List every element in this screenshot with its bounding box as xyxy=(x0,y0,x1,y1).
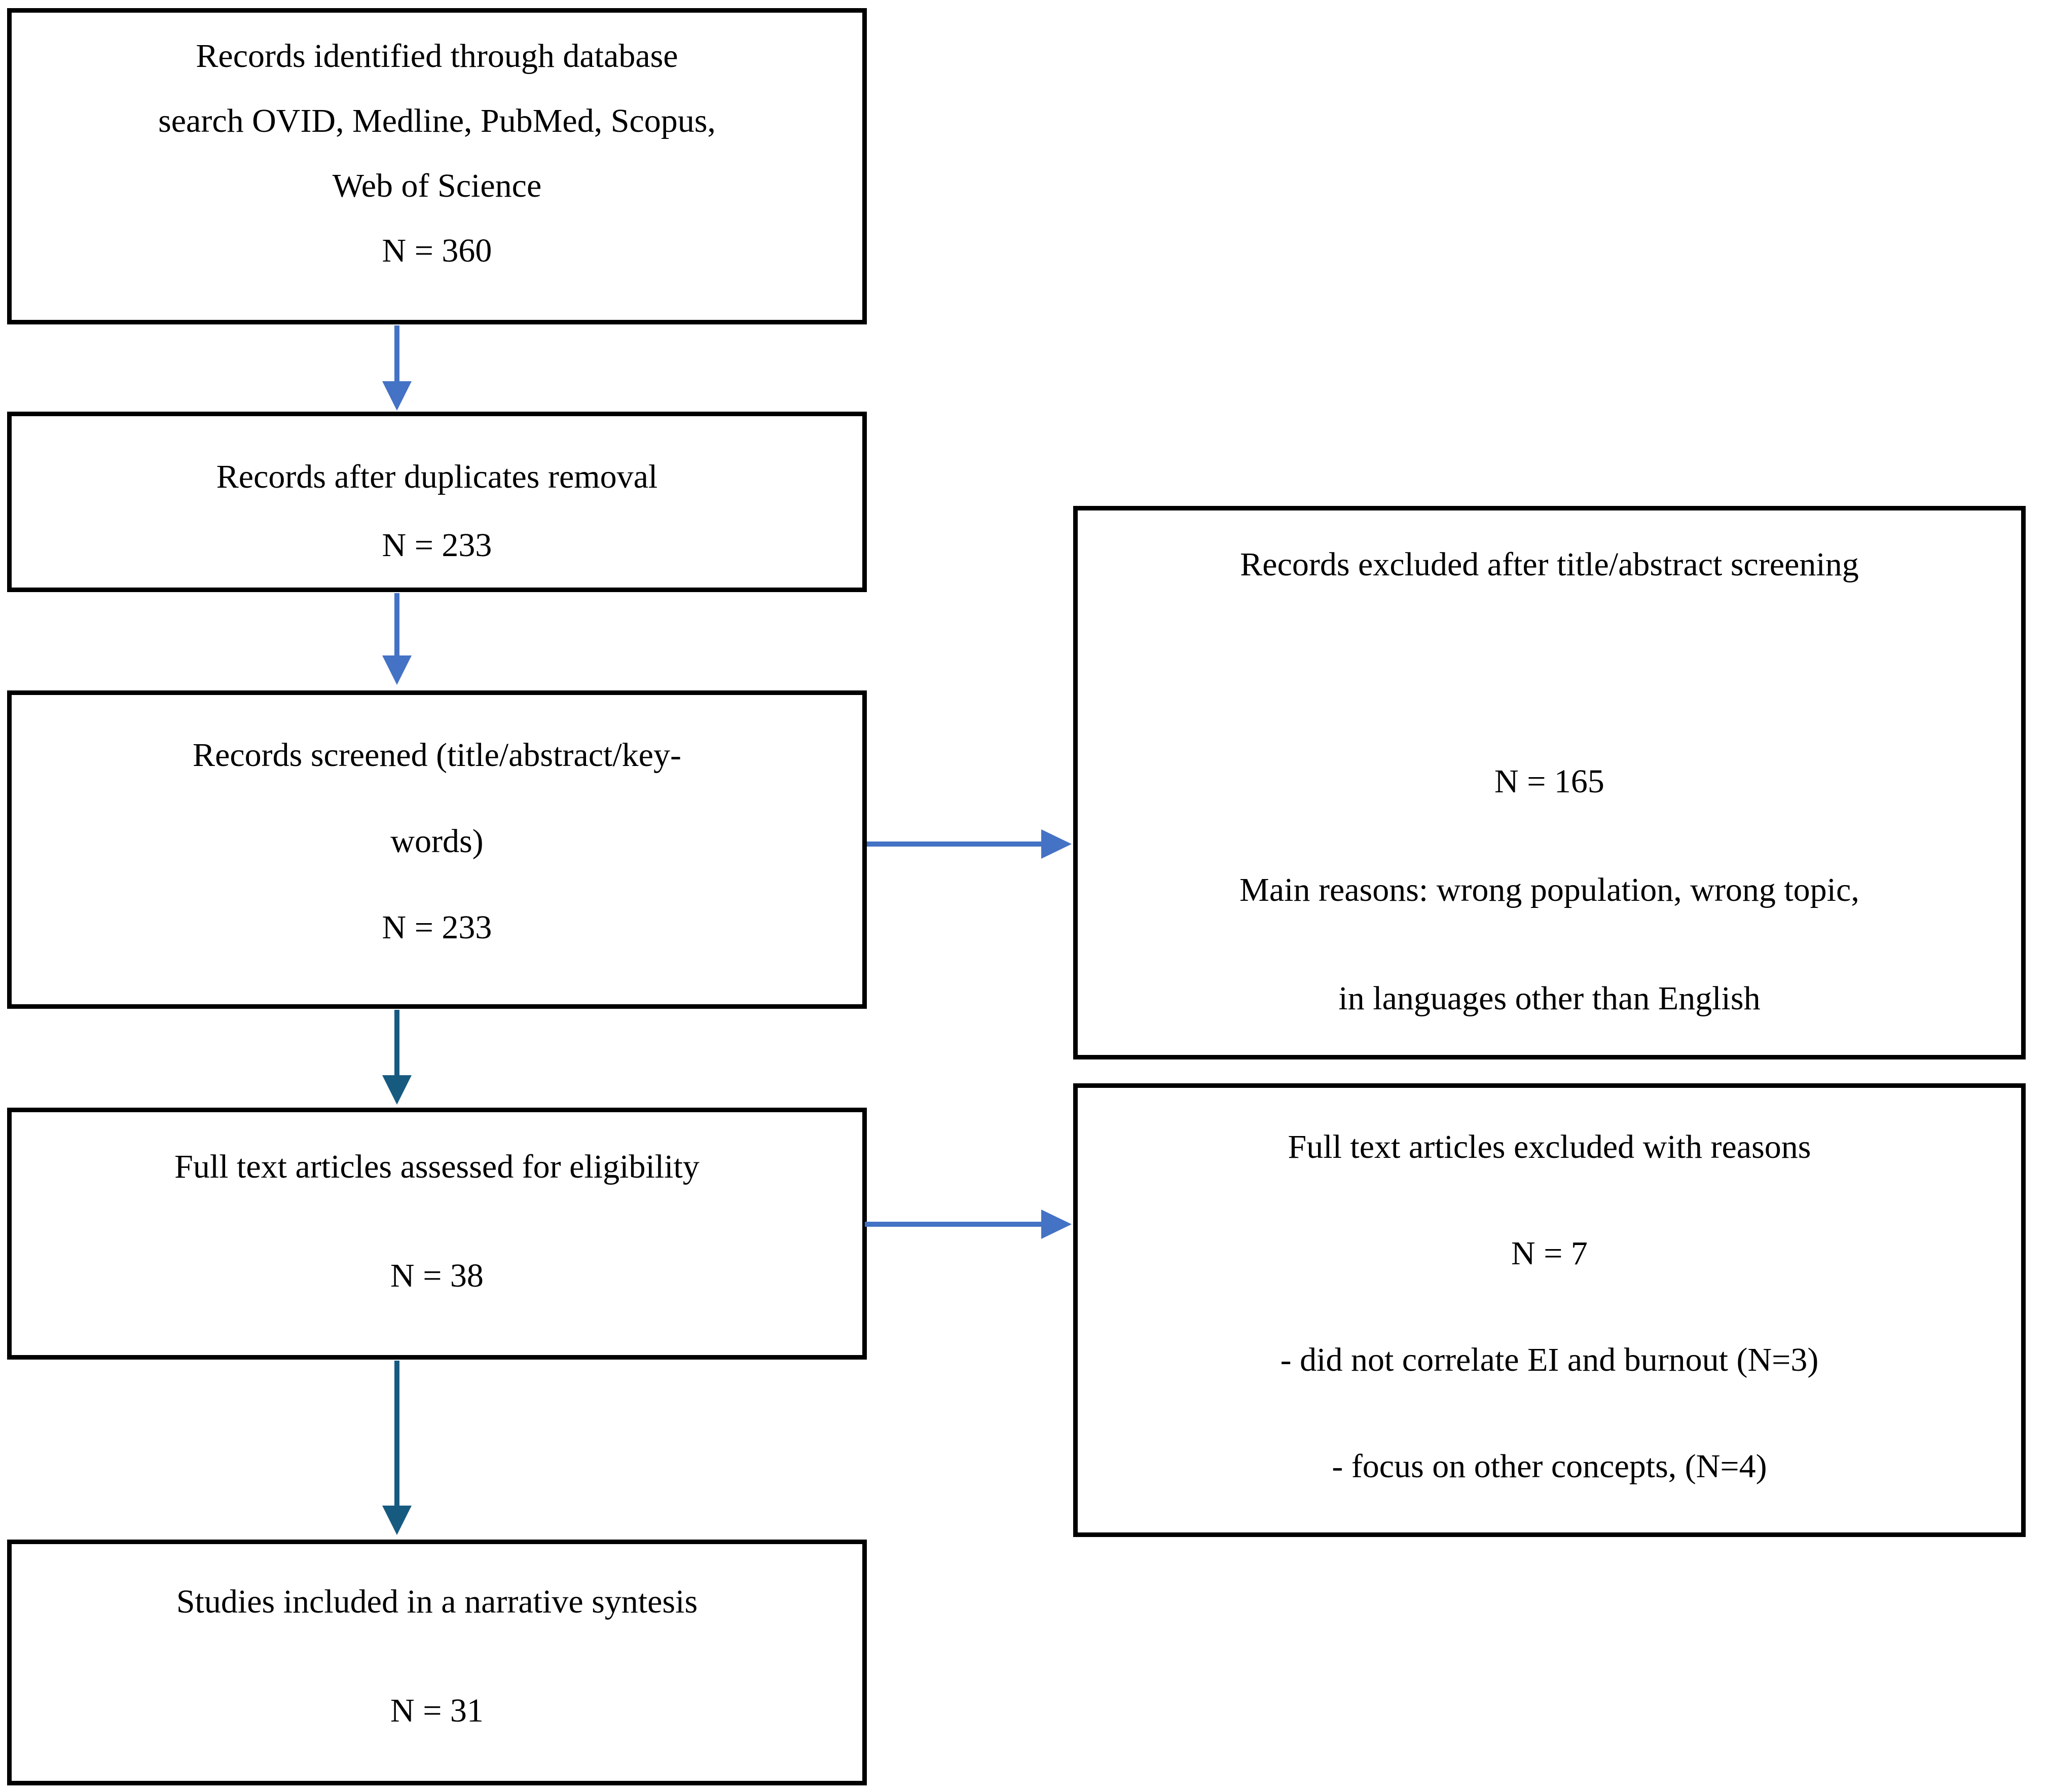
arrow-head-down-icon xyxy=(382,1075,412,1105)
box-excluded-fulltext: Full text articles excluded with reasons… xyxy=(1073,1083,2026,1537)
arrow-head-down-icon xyxy=(382,381,412,411)
box-count: N = 7 xyxy=(1511,1235,1588,1272)
box-count: N = 31 xyxy=(390,1692,484,1729)
box-line: Records identified through database xyxy=(196,38,678,75)
box-line: in languages other than English xyxy=(1338,980,1761,1017)
box-line: Records screened (title/abstract/key- xyxy=(193,737,681,774)
box-excluded-title-abstract: Records excluded after title/abstract sc… xyxy=(1073,506,2026,1059)
box-records-identified: Records identified through database sear… xyxy=(7,8,867,324)
arrow-stem xyxy=(394,593,399,656)
arrow-stem xyxy=(394,325,399,382)
box-line: Web of Science xyxy=(332,167,542,204)
arrow-head-down-icon xyxy=(382,655,412,685)
box-line: - focus on other concepts, (N=4) xyxy=(1332,1448,1767,1485)
box-line: search OVID, Medline, PubMed, Scopus, xyxy=(158,102,716,139)
arrow-head-right-icon xyxy=(1041,1210,1072,1239)
box-studies-included: Studies included in a narrative syntesis… xyxy=(7,1540,867,1785)
box-line: Studies included in a narrative syntesis xyxy=(176,1583,698,1620)
box-line: words) xyxy=(390,823,484,860)
box-duplicates-removed: Records after duplicates removal N = 233 xyxy=(7,412,867,592)
box-fulltext-assessed: Full text articles assessed for eligibil… xyxy=(7,1108,867,1360)
arrow-head-right-icon xyxy=(1041,829,1072,859)
box-count: N = 233 xyxy=(382,909,492,946)
box-line: - did not correlate EI and burnout (N=3) xyxy=(1280,1341,1819,1378)
arrow-stem xyxy=(865,1222,1042,1227)
box-count: N = 38 xyxy=(390,1257,484,1294)
box-line: Full text articles excluded with reasons xyxy=(1288,1128,1811,1165)
arrow-stem xyxy=(867,842,1042,847)
arrow-stem xyxy=(394,1361,399,1507)
box-line-blank xyxy=(1078,619,2021,727)
box-line: Records after duplicates removal xyxy=(216,458,658,495)
box-line: Main reasons: wrong population, wrong to… xyxy=(1239,871,1859,908)
box-line: Records excluded after title/abstract sc… xyxy=(1240,546,1859,583)
arrow-stem xyxy=(394,1010,399,1076)
box-count: N = 360 xyxy=(382,232,492,269)
box-count: N = 165 xyxy=(1494,763,1604,800)
arrow-head-down-icon xyxy=(382,1506,412,1535)
box-line: Full text articles assessed for eligibil… xyxy=(174,1148,700,1185)
box-count: N = 233 xyxy=(382,527,492,564)
box-records-screened: Records screened (title/abstract/key- wo… xyxy=(7,690,867,1009)
